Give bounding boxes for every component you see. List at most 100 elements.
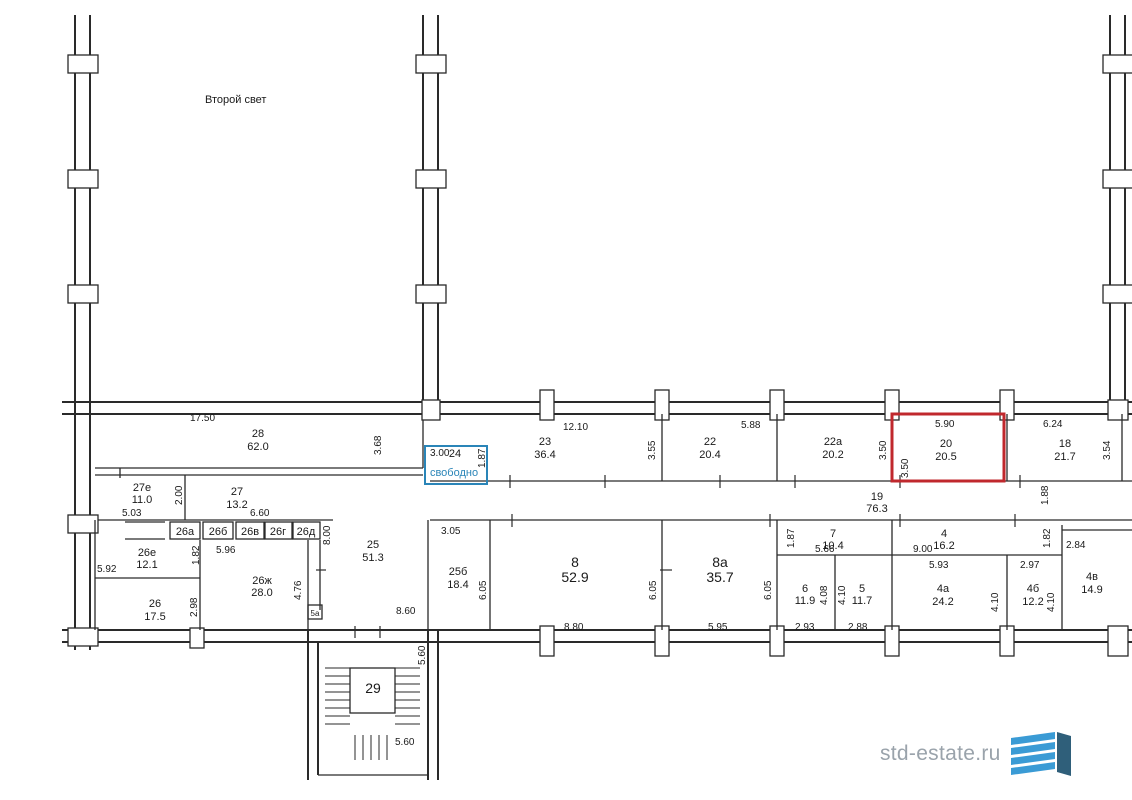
dimension: 2.84 — [1066, 540, 1086, 551]
room-number: 28 — [252, 428, 264, 440]
watermark[interactable]: std-estate.ru — [880, 730, 1073, 778]
room-number: 8а — [712, 554, 728, 570]
dimension: 9.00 — [913, 544, 933, 555]
room-area: 21.7 — [1054, 451, 1075, 463]
dimension: 5.93 — [929, 560, 949, 571]
dimension: 4.10 — [1046, 592, 1057, 612]
dimension: 1.82 — [191, 545, 202, 565]
room-number: 22 — [704, 436, 716, 448]
room-area: 11.0 — [132, 494, 153, 506]
dimension: 3.00 — [430, 448, 450, 459]
dimension: 5.95 — [708, 622, 728, 633]
columns — [67, 54, 1132, 657]
structure-walls — [62, 15, 1132, 650]
dimension: 8.60 — [396, 606, 416, 617]
room-area: 20.2 — [822, 449, 843, 461]
room-number: 29 — [365, 680, 381, 696]
dimension: 5.60 — [417, 645, 428, 665]
dimension: 3.55 — [647, 440, 658, 460]
room-labels: Второй свет 28 62.0 27е 11.0 27 13.2 26а… — [132, 94, 1103, 696]
dimension: 12.10 — [563, 422, 588, 433]
dimension: 5.92 — [97, 564, 117, 575]
dimension: 2.00 — [174, 485, 185, 505]
room-number: 26а — [176, 526, 195, 538]
dimension: 6.60 — [250, 508, 270, 519]
room-area: 20.5 — [935, 451, 956, 463]
dimension: 6.05 — [763, 580, 774, 600]
dimension: 1.88 — [1040, 485, 1051, 505]
room-area: 14.9 — [1081, 584, 1102, 596]
dimension: 2.88 — [848, 622, 868, 633]
dimension: 6.05 — [478, 580, 489, 600]
room-number: 4б — [1027, 583, 1039, 595]
dimension: 3.68 — [373, 435, 384, 455]
room-number: 25 — [367, 539, 379, 551]
dimension: 5.66 — [815, 544, 835, 555]
dimension: 5.03 — [122, 508, 142, 519]
room-number: 6 — [802, 583, 808, 595]
dimension-labels: 17.50 3.68 3.00 1.87 12.10 3.55 5.88 3.5… — [97, 413, 1113, 748]
room-20-highlight[interactable] — [890, 412, 1006, 483]
room-number: 18 — [1059, 438, 1071, 450]
room-number: 8 — [571, 554, 579, 570]
room-number: 25б — [449, 566, 468, 578]
room-area: 20.4 — [699, 449, 720, 461]
room-number: 22а — [824, 436, 843, 448]
dimension: 5.96 — [216, 545, 236, 556]
dimension: 5.88 — [741, 420, 761, 431]
room-area: 51.3 — [362, 552, 383, 564]
room-area: 10.4 — [822, 540, 843, 552]
room-area: 76.3 — [866, 503, 887, 515]
room-number: 4а — [937, 583, 950, 595]
room-number: 26е — [138, 547, 156, 559]
door-ticks — [316, 475, 1021, 638]
room-area: 16.2 — [933, 540, 954, 552]
dimension: 4.10 — [837, 585, 848, 605]
room-number: 20 — [940, 438, 952, 450]
dimension: 1.87 — [477, 448, 488, 468]
room-number: 24 — [449, 448, 461, 460]
room-number: 26в — [241, 526, 259, 538]
dimension: 1.82 — [1042, 528, 1053, 548]
room-24-free-frame[interactable] — [424, 445, 488, 485]
watermark-text: std-estate.ru — [880, 742, 1001, 765]
dimension: 2.98 — [189, 597, 200, 617]
dimension: 2.93 — [795, 622, 815, 633]
partitions — [94, 414, 1132, 780]
room-number: 23 — [539, 436, 551, 448]
room-number: 19 — [871, 491, 883, 503]
dimension: 3.05 — [441, 526, 461, 537]
room-number: 4 — [941, 528, 947, 540]
dimension: 5.90 — [935, 419, 955, 430]
dimension: 3.50 — [878, 440, 889, 460]
staircase — [325, 667, 420, 760]
dimension: 1.87 — [786, 528, 797, 548]
room-area: 11.9 — [795, 595, 816, 607]
room-number: 26ж — [252, 575, 272, 587]
room-area: 52.9 — [561, 569, 588, 585]
room-number: 27 — [231, 486, 243, 498]
dimension: 6.24 — [1043, 419, 1063, 430]
building-logo-icon — [1010, 732, 1071, 776]
room-number: 26б — [209, 526, 228, 538]
dimension: 8.00 — [322, 525, 333, 545]
room-number: 5а — [311, 609, 320, 618]
room-number: 26 — [149, 598, 161, 610]
room-area: 12.1 — [136, 559, 157, 571]
dimension: 3.54 — [1102, 440, 1113, 460]
dimension: 6.05 — [648, 580, 659, 600]
room-area: 28.0 — [251, 587, 272, 599]
room-number: 27е — [133, 482, 151, 494]
dimension: 8.80 — [564, 622, 584, 633]
room-area: 18.4 — [447, 579, 468, 591]
room-area: 36.4 — [534, 449, 555, 461]
room-area: 35.7 — [706, 569, 733, 585]
room-area: 11.7 — [852, 595, 873, 607]
dimension: 3.50 — [900, 458, 911, 478]
dimension: 4.10 — [990, 592, 1001, 612]
room-area: 62.0 — [247, 441, 268, 453]
room-number: 26г — [270, 526, 286, 538]
dimension: 4.76 — [293, 580, 304, 600]
room-area: 24.2 — [932, 596, 953, 608]
